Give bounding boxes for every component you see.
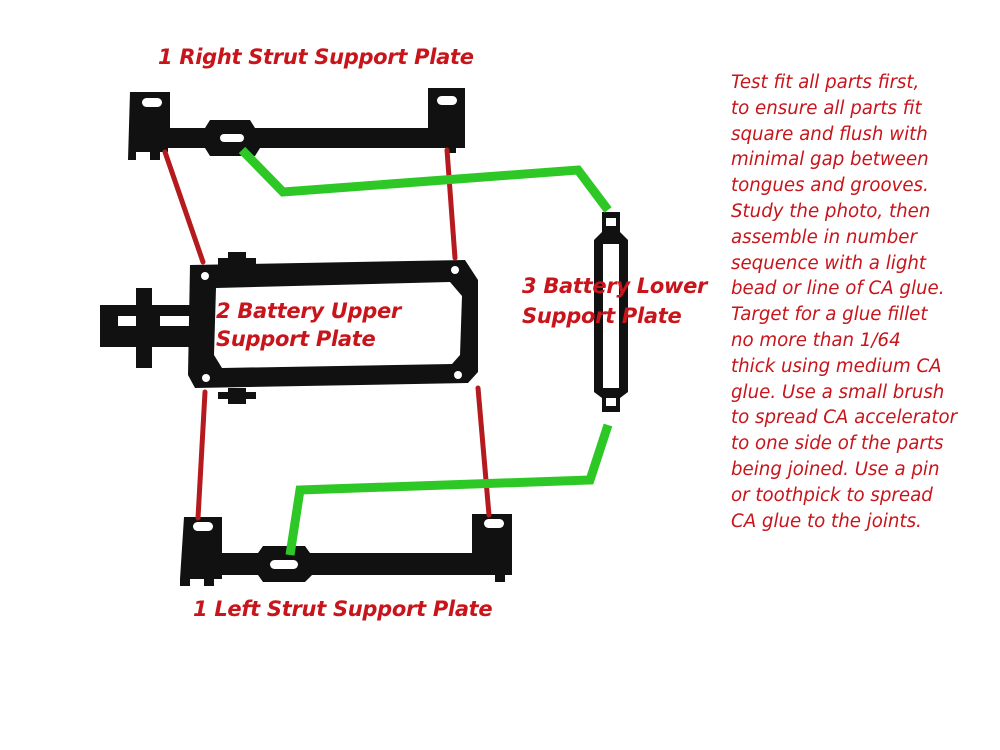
instruction-line: Target for a glue fillet — [731, 304, 928, 326]
instruction-line: being joined. Use a pin — [731, 458, 940, 480]
instruction-line: to ensure all parts fit — [731, 97, 922, 119]
left-strut-label: 1 Left Strut Support Plate — [193, 597, 493, 621]
instruction-line: to one side of the parts — [731, 433, 944, 455]
instruction-line: no more than 1/64 — [731, 329, 901, 351]
instruction-line: assemble in number — [731, 226, 917, 248]
red-line-right-top-left — [162, 149, 206, 265]
right-strut-support-plate — [128, 88, 465, 160]
left-strut-support-plate — [180, 514, 512, 586]
battery-lower-label-line-2: Support Plate — [522, 304, 682, 328]
instruction-line: or toothpick to spread — [731, 484, 933, 506]
battery-upper-label-line-1: 2 Battery Upper — [216, 299, 401, 323]
instruction-line: Test fit all parts first, — [731, 72, 920, 93]
battery-lower-label: 3 Battery Lower Support Plate — [522, 271, 737, 331]
green-line-top — [238, 146, 612, 213]
battery-upper-label-line-2: Support Plate — [216, 327, 376, 351]
red-line-left-bottom-left — [195, 389, 208, 521]
red-connector-lines — [162, 147, 492, 521]
right-strut-label: 1 Right Strut Support Plate — [158, 45, 474, 69]
instruction-line: CA glue to the joints. — [731, 510, 922, 532]
instruction-line: thick using medium CA — [731, 355, 942, 377]
instruction-line: tongues and grooves. — [731, 175, 929, 197]
instruction-line: minimal gap between — [731, 149, 929, 171]
instruction-line: square and flush with — [731, 123, 928, 145]
battery-upper-support-plate — [100, 252, 478, 404]
green-connector-lines — [238, 146, 613, 556]
instruction-line: to spread CA accelerator — [731, 407, 958, 429]
battery-lower-label-line-1: 3 Battery Lower — [522, 274, 708, 298]
assembly-instructions: Test fit all parts first, to ensure all … — [731, 70, 993, 534]
instruction-line: glue. Use a small brush — [731, 381, 945, 403]
instruction-line: Study the photo, then — [731, 200, 931, 222]
green-line-bottom — [285, 423, 613, 556]
red-line-right-top-right — [444, 147, 458, 261]
battery-upper-label: 2 Battery Upper Support Plate — [216, 297, 446, 353]
red-line-left-bottom-right — [475, 385, 492, 518]
instruction-line: sequence with a light — [731, 252, 927, 274]
instruction-line: bead or line of CA glue. — [731, 278, 945, 300]
battery-lower-support-plate — [594, 212, 628, 412]
